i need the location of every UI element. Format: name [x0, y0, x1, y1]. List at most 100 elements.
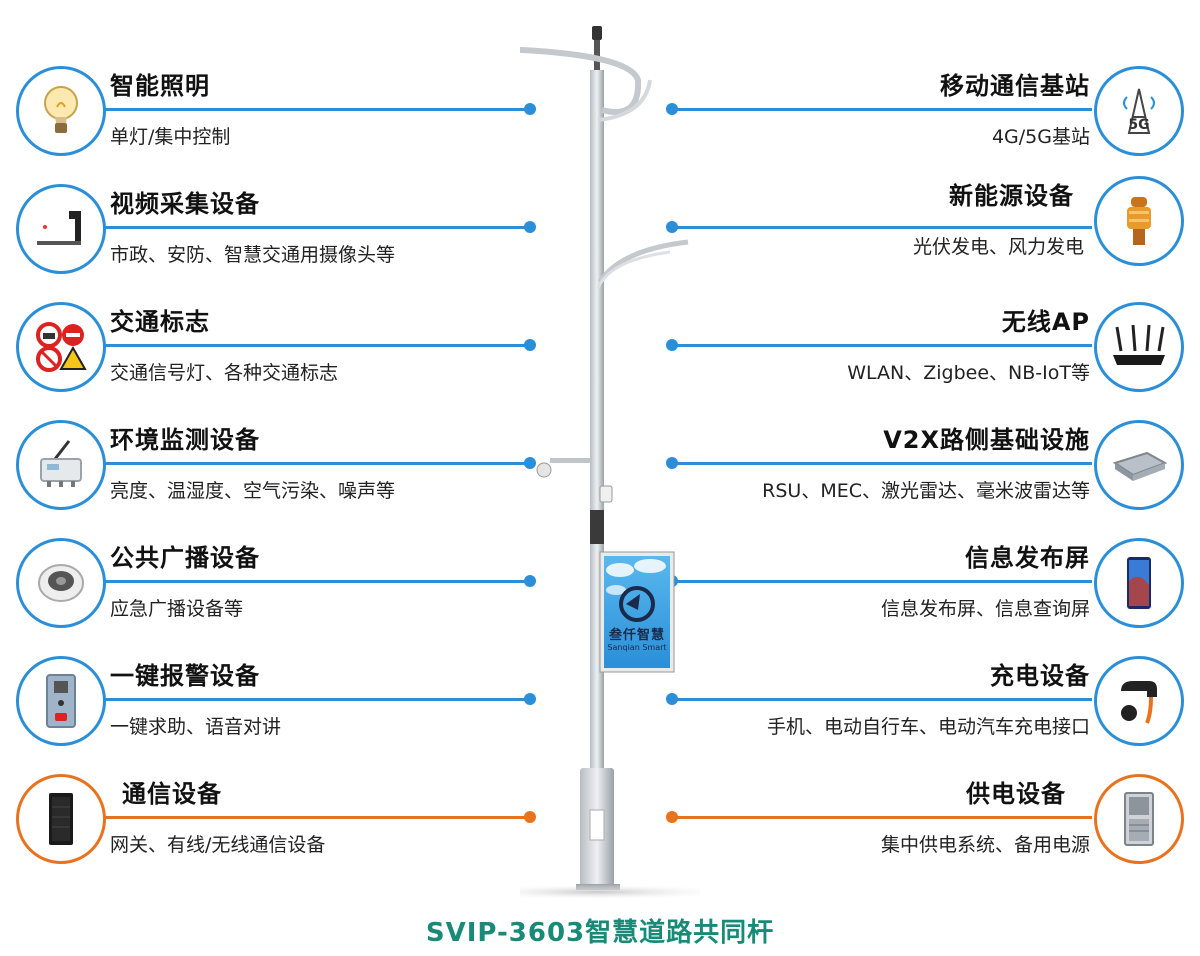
- feature-icon-circle: [1094, 538, 1184, 628]
- connector-dot: [666, 811, 678, 823]
- feature-desc: 手机、电动自行车、电动汽车充电接口: [766, 716, 1090, 738]
- feature-icon-circle: [16, 420, 106, 510]
- feature-icon-circle: [16, 774, 106, 864]
- roadside-unit-icon: [1112, 451, 1168, 481]
- feature-left-3: 环境监测设备 亮度、温湿度、空气污染、噪声等: [0, 420, 600, 538]
- feature-desc: 亮度、温湿度、空气污染、噪声等: [110, 480, 396, 502]
- connector-line: [672, 580, 1092, 583]
- screen-logo-en: Sanqian Smart: [607, 643, 667, 652]
- feature-title: V2X路侧基础设施: [883, 426, 1090, 454]
- feature-desc: 4G/5G基站: [991, 126, 1090, 148]
- feature-right-0: 5G 移动通信基站 4G/5G基站: [600, 66, 1200, 184]
- feature-desc: 市政、安防、智慧交通用摄像头等: [110, 244, 396, 266]
- display-screen-icon: [1127, 557, 1151, 609]
- feature-title: 新能源设备: [949, 182, 1074, 210]
- feature-right-1: 新能源设备 光伏发电、风力发电: [600, 176, 1200, 294]
- feature-icon-circle: [16, 538, 106, 628]
- connector-dot: [666, 457, 678, 469]
- feature-left-1: 视频采集设备 市政、安防、智慧交通用摄像头等: [0, 184, 600, 302]
- connector-dot: [524, 575, 536, 587]
- sensor-icon: [40, 440, 82, 487]
- feature-title: 环境监测设备: [110, 426, 260, 454]
- feature-title: 充电设备: [990, 662, 1090, 690]
- connector-line: [104, 226, 530, 229]
- connector-line: [104, 698, 530, 701]
- traffic-sign-icon: [36, 322, 87, 372]
- connector-line: [104, 344, 530, 347]
- connector-dot: [524, 811, 536, 823]
- screen-logo-cn: 叁仟智慧: [608, 628, 665, 643]
- feature-icon-circle: [16, 66, 106, 156]
- light-bulb-icon: [44, 86, 78, 133]
- feature-title: 无线AP: [1001, 308, 1090, 336]
- connector-line: [672, 462, 1092, 465]
- smart-pole-illustration: 叁仟智慧 Sanqian Smart: [439, 20, 738, 900]
- connector-line: [672, 108, 1092, 111]
- feature-title: 公共广播设备: [110, 544, 260, 572]
- feature-title: 移动通信基站: [940, 72, 1090, 100]
- feature-desc: 集中供电系统、备用电源: [880, 834, 1090, 856]
- feature-right-6: 供电设备 集中供电系统、备用电源: [600, 774, 1200, 892]
- feature-title: 交通标志: [110, 308, 210, 336]
- feature-title: 智能照明: [110, 72, 210, 100]
- connector-line: [104, 816, 530, 819]
- feature-desc: 应急广播设备等: [110, 598, 244, 620]
- feature-desc: 信息发布屏、信息查询屏: [880, 598, 1090, 620]
- feature-left-4: 公共广播设备 应急广播设备等: [0, 538, 600, 656]
- feature-icon-circle: [16, 184, 106, 274]
- connector-line: [672, 344, 1092, 347]
- feature-desc: WLAN、Zigbee、NB-IoT等: [847, 362, 1090, 384]
- alarm-panel-icon: [46, 674, 76, 728]
- connector-dot: [666, 339, 678, 351]
- wifi-router-icon: [1113, 324, 1165, 365]
- connector-dot: [524, 693, 536, 705]
- svg-text:5G: 5G: [1128, 117, 1149, 133]
- feature-desc: 交通信号灯、各种交通标志: [110, 362, 339, 384]
- connector-dot: [524, 339, 536, 351]
- feature-desc: 网关、有线/无线通信设备: [110, 834, 326, 856]
- connector-dot: [666, 221, 678, 233]
- feature-desc: 光伏发电、风力发电: [912, 236, 1084, 258]
- connector-line: [672, 226, 1092, 229]
- product-caption: SVIP-3603智慧道路共同杆: [425, 918, 775, 948]
- connector-line: [104, 580, 530, 583]
- connector-line: [104, 108, 530, 111]
- connector-line: [672, 698, 1092, 701]
- connector-dot: [524, 221, 536, 233]
- feature-icon-circle: [1094, 656, 1184, 746]
- feature-right-3: V2X路侧基础设施 RSU、MEC、激光雷达、毫米波雷达等: [600, 420, 1200, 538]
- feature-title: 通信设备: [122, 780, 222, 808]
- power-cabinet-icon: [1124, 792, 1154, 846]
- wind-turbine-icon: [1127, 197, 1151, 245]
- feature-left-2: 交通标志 交通信号灯、各种交通标志: [0, 302, 600, 420]
- feature-icon-circle: [16, 302, 106, 392]
- connector-dot: [666, 103, 678, 115]
- feature-icon-circle: [1094, 774, 1184, 864]
- feature-icon-circle: [1094, 302, 1184, 392]
- connector-dot: [524, 103, 536, 115]
- feature-title: 供电设备: [966, 780, 1066, 808]
- connector-line: [672, 816, 1092, 819]
- feature-desc: 一键求助、语音对讲: [110, 716, 282, 738]
- 5g-tower-icon: 5G: [1123, 88, 1155, 134]
- feature-icon-circle: [16, 656, 106, 746]
- feature-icon-circle: 5G: [1094, 66, 1184, 156]
- speaker-icon: [38, 564, 84, 602]
- feature-right-5: 充电设备 手机、电动自行车、电动汽车充电接口: [600, 656, 1200, 774]
- feature-left-0: 智能照明 单灯/集中控制: [0, 66, 600, 184]
- feature-icon-circle: [1094, 176, 1184, 266]
- smart-pole-graphic: [439, 26, 738, 900]
- connector-line: [104, 462, 530, 465]
- connector-dot: [524, 457, 536, 469]
- camera-icon: [37, 211, 81, 245]
- feature-title: 视频采集设备: [110, 190, 260, 218]
- feature-title: 信息发布屏: [965, 544, 1090, 572]
- feature-title: 一键报警设备: [110, 662, 260, 690]
- feature-left-6: 通信设备 网关、有线/无线通信设备: [0, 774, 600, 892]
- server-cabinet-icon: [49, 793, 73, 845]
- charger-plug-icon: [1121, 681, 1157, 724]
- connector-dot: [666, 693, 678, 705]
- feature-right-2: 无线AP WLAN、Zigbee、NB-IoT等: [600, 302, 1200, 420]
- feature-icon-circle: [1094, 420, 1184, 510]
- feature-desc: 单灯/集中控制: [110, 126, 231, 148]
